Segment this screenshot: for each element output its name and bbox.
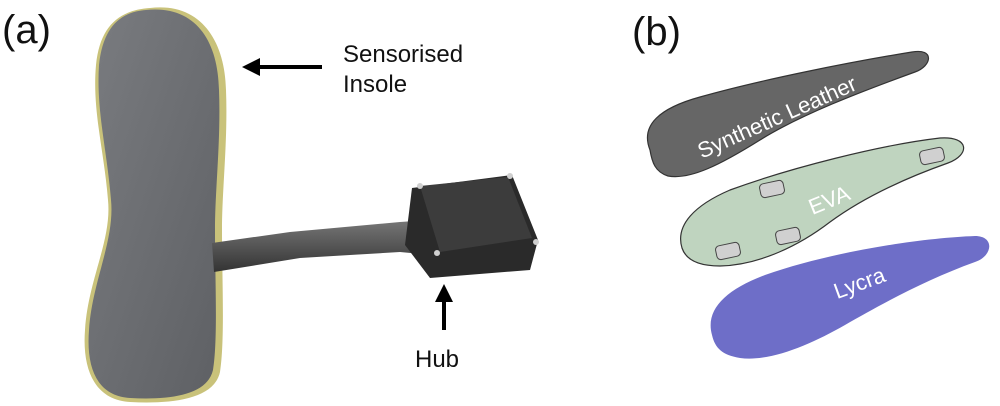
layer-lycra: Lycra bbox=[710, 236, 990, 359]
sensor-pad bbox=[759, 179, 785, 199]
layer-eva: EVA bbox=[680, 137, 965, 267]
sensorised-insole-label: Sensorised Insole bbox=[343, 40, 463, 100]
panel-a-label: (a) bbox=[2, 8, 51, 52]
connector-strap bbox=[212, 220, 432, 272]
sensor-pad bbox=[715, 241, 741, 261]
hub-arrow bbox=[435, 284, 453, 330]
hub-device bbox=[405, 173, 539, 278]
lycra-shape bbox=[710, 236, 990, 359]
panel-b-label: (b) bbox=[632, 10, 681, 54]
insole-label-line2: Insole bbox=[343, 71, 408, 98]
synthetic-leather-shape bbox=[646, 50, 930, 178]
sensor-pad bbox=[775, 226, 801, 246]
insole-surface bbox=[88, 9, 220, 399]
insole-label-line1: Sensorised bbox=[343, 41, 464, 68]
insole-photo bbox=[84, 7, 227, 403]
eva-shape bbox=[680, 137, 965, 267]
insole-arrow bbox=[242, 58, 322, 76]
hub-label: Hub bbox=[415, 346, 460, 373]
sensor-pad bbox=[919, 146, 945, 166]
